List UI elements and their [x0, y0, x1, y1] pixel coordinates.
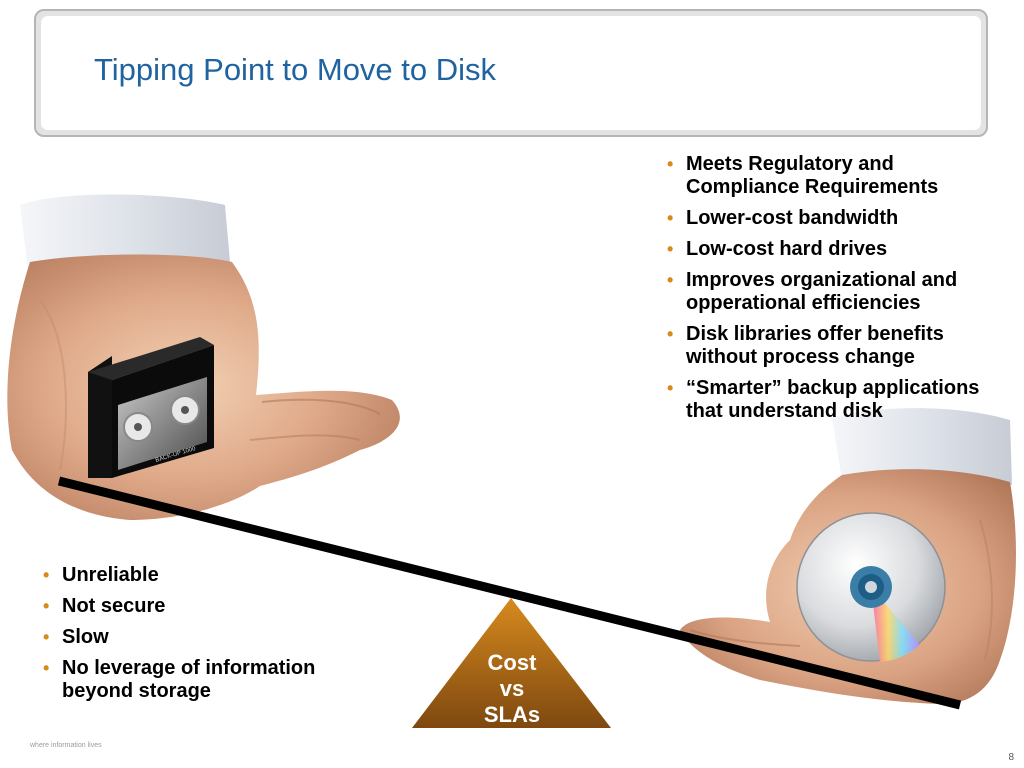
- list-item-text: Disk libraries offer benefits without pr…: [686, 323, 944, 368]
- tape-cassette-icon: BACK-UP 1000: [88, 337, 214, 478]
- bullet-dot-icon: •: [43, 565, 50, 585]
- list-item: • Lower-cost bandwidth: [667, 207, 1007, 230]
- bullet-dot-icon: •: [43, 658, 50, 678]
- list-item: • Improves organizational and opperationa…: [667, 269, 1007, 315]
- footer-tagline: where information lives: [30, 742, 102, 749]
- list-item: • Meets Regulatory and Compliance Require…: [667, 153, 1007, 199]
- list-item-text: Low-cost hard drives: [686, 238, 888, 260]
- bullet-dot-icon: •: [667, 270, 674, 290]
- cd-disc-icon: [796, 512, 946, 662]
- fulcrum-line-slas: SLAs: [483, 702, 541, 727]
- list-item-text: Unreliable: [62, 564, 159, 586]
- list-item-text: Meets Regulatory and Compliance Requirem…: [686, 153, 939, 198]
- bullet-dot-icon: •: [667, 154, 674, 174]
- bullet-dot-icon: •: [43, 596, 50, 616]
- list-item-text: Not secure: [62, 595, 166, 617]
- list-item: • Not secure: [43, 595, 373, 618]
- list-item: • Slow: [43, 626, 373, 649]
- list-item: • No leverage of information beyond stora…: [43, 657, 373, 703]
- fulcrum-line-vs: vs: [499, 676, 525, 701]
- list-item: • Disk libraries offer benefits without p…: [667, 323, 1007, 369]
- tape-drawbacks-list: • Unreliable • Not secure • Slow • No levera…: [43, 564, 373, 711]
- list-item-text: “Smarter” backup applications that under…: [686, 377, 980, 422]
- list-item: • Low-cost hard drives: [667, 238, 1007, 261]
- fulcrum-line-cost: Cost: [487, 650, 537, 675]
- bullet-dot-icon: •: [667, 239, 674, 259]
- bullet-dot-icon: •: [667, 378, 674, 398]
- list-item: • Unreliable: [43, 564, 373, 587]
- fulcrum-triangle: [412, 598, 611, 728]
- slide-title: Tipping Point to Move to Disk: [94, 52, 497, 87]
- list-item-text: Lower-cost bandwidth: [686, 207, 899, 229]
- disk-benefits-list: • Meets Regulatory and Compliance Require…: [667, 153, 1007, 431]
- title-frame: [34, 9, 988, 137]
- lever-beam: [57, 476, 962, 710]
- list-item: • “Smarter” backup applications that unde…: [667, 377, 1007, 423]
- bullet-dot-icon: •: [667, 208, 674, 228]
- page-number: 8: [1008, 752, 1014, 763]
- bullet-dot-icon: •: [667, 324, 674, 344]
- list-item-text: Improves organizational and opperational…: [686, 269, 958, 314]
- bullet-dot-icon: •: [43, 627, 50, 647]
- list-item-text: No leverage of information beyond storag…: [62, 657, 316, 702]
- list-item-text: Slow: [62, 626, 109, 648]
- fulcrum-label: Cost vs SLAs: [462, 650, 562, 728]
- title-inner-panel: [41, 16, 981, 130]
